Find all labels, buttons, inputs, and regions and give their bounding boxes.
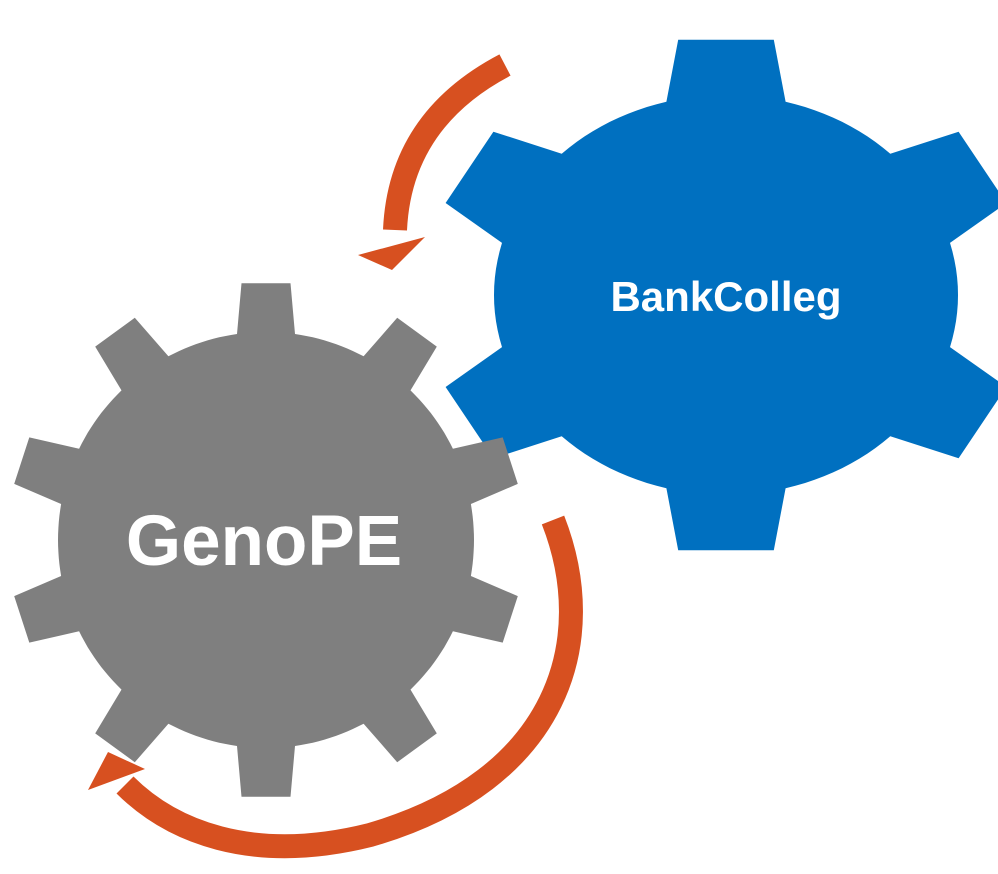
arrow-bottom-body xyxy=(116,515,583,859)
arrow-top-curved xyxy=(358,54,511,270)
arrow-top-head xyxy=(358,237,425,270)
arrow-bottom-curved xyxy=(88,515,583,859)
arrow-bottom-head xyxy=(88,752,145,790)
gear-bankcolleg-shape xyxy=(445,39,998,551)
gear-genope: GenoPE xyxy=(14,283,518,797)
gear-genope-shape xyxy=(14,283,518,797)
gear-bankcolleg-label: BankColleg xyxy=(610,273,841,320)
gear-bankcolleg: BankColleg xyxy=(445,39,998,551)
arrow-top-body xyxy=(383,54,511,231)
gear-genope-label: GenoPE xyxy=(126,502,402,581)
